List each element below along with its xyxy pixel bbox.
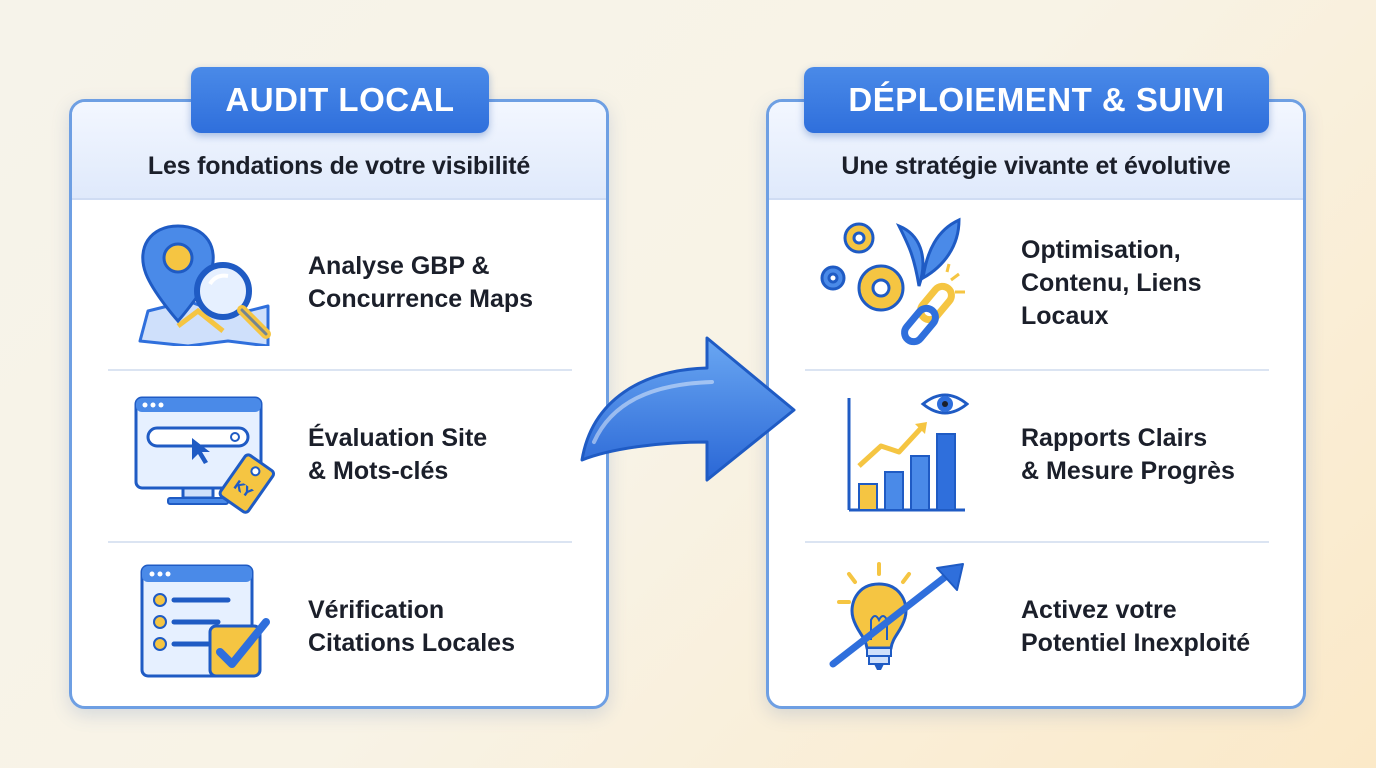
item-label: Analyse GBP & Concurrence Maps: [308, 252, 534, 313]
checklist-checkbox-icon: [140, 564, 270, 678]
list-item: Rapports Clairs & Mesure Progrès: [769, 370, 1303, 540]
deploiement-suivi-panel: Une stratégie vivante et évolutive Optim…: [766, 99, 1306, 709]
divider: [805, 369, 1269, 371]
deploiement-suivi-badge: DÉPLOIEMENT & SUIVI: [804, 67, 1269, 133]
gears-leaves-chain-icon: [820, 217, 965, 346]
list-item: KY Évaluation Site & Mots-clés: [72, 370, 606, 540]
item-label: Vérification Citations Locales: [308, 596, 515, 657]
list-item: Optimisation, Contenu, Liens Locaux: [769, 198, 1303, 368]
audit-local-panel: Les fondations de votre visibilité Analy…: [69, 99, 609, 709]
item-label: Évaluation Site & Mots-clés: [308, 424, 488, 485]
monitor-search-tag-icon: KY: [134, 396, 276, 514]
divider: [108, 541, 572, 543]
list-item: Vérification Citations Locales: [72, 542, 606, 706]
bar-chart-eye-icon: [847, 393, 969, 512]
item-label: Rapports Clairs & Mesure Progrès: [1021, 424, 1235, 485]
list-item: Analyse GBP & Concurrence Maps: [72, 198, 606, 368]
transition-arrow-icon: [580, 336, 796, 482]
map-pin-magnifier-icon: [138, 224, 271, 346]
divider: [108, 369, 572, 371]
lightbulb-arrow-icon: [829, 562, 964, 670]
divider: [805, 541, 1269, 543]
item-label: Optimisation, Contenu, Liens Locaux: [1021, 235, 1202, 330]
item-label: Activez votre Potentiel Inexploité: [1021, 596, 1251, 657]
audit-local-badge: AUDIT LOCAL: [191, 67, 489, 133]
panel-subtitle: Les fondations de votre visibilité: [147, 152, 531, 180]
list-item: Activez votre Potentiel Inexploité: [769, 542, 1303, 706]
panel-subtitle: Une stratégie vivante et évolutive: [841, 152, 1231, 180]
